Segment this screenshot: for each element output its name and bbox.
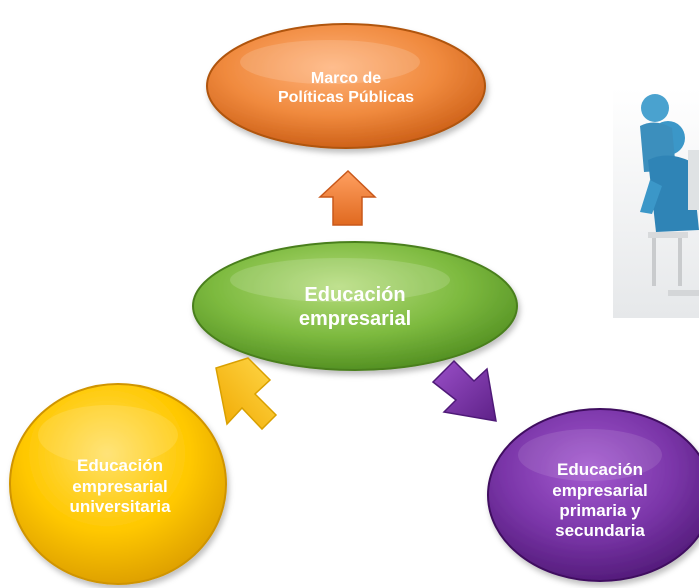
node-prim-line-3: primaria y: [559, 501, 641, 520]
arrow-down-left-icon: [215, 357, 278, 431]
node-prim-line-2: empresarial: [552, 480, 648, 500]
arrow-up-icon: [318, 169, 377, 226]
node-educacion-universitaria: [9, 383, 227, 585]
node-uni-line-1: Educación: [77, 456, 163, 476]
node-marco-label: Marco de Políticas Públicas: [236, 58, 456, 118]
node-prim-line-4: secundaria: [555, 521, 645, 541]
node-uni-line-3: universitaria: [69, 497, 171, 517]
node-primaria-label: Educación empresarial primaria y secunda…: [520, 446, 680, 556]
node-marco-line-2: Políticas Públicas: [277, 89, 415, 106]
node-marco-politicas: [206, 23, 486, 149]
arrow-down-right-icon: [431, 359, 497, 422]
node-prim-line-1: Educación: [557, 460, 643, 480]
node-uni-line-2: empresarial: [72, 476, 168, 496]
people-at-computers-icon: [613, 88, 699, 318]
node-center-label: Educación empresarial: [230, 272, 480, 342]
node-educacion-primaria-secundaria: [487, 408, 699, 582]
node-center-line-2: empresarial: [298, 308, 412, 330]
node-center-line-1: Educación: [304, 284, 406, 306]
node-universitaria-label: Educación empresarial universitaria: [40, 442, 200, 532]
node-marco-line-1: Marco de: [310, 69, 382, 87]
node-educacion-empresarial: [192, 241, 518, 371]
